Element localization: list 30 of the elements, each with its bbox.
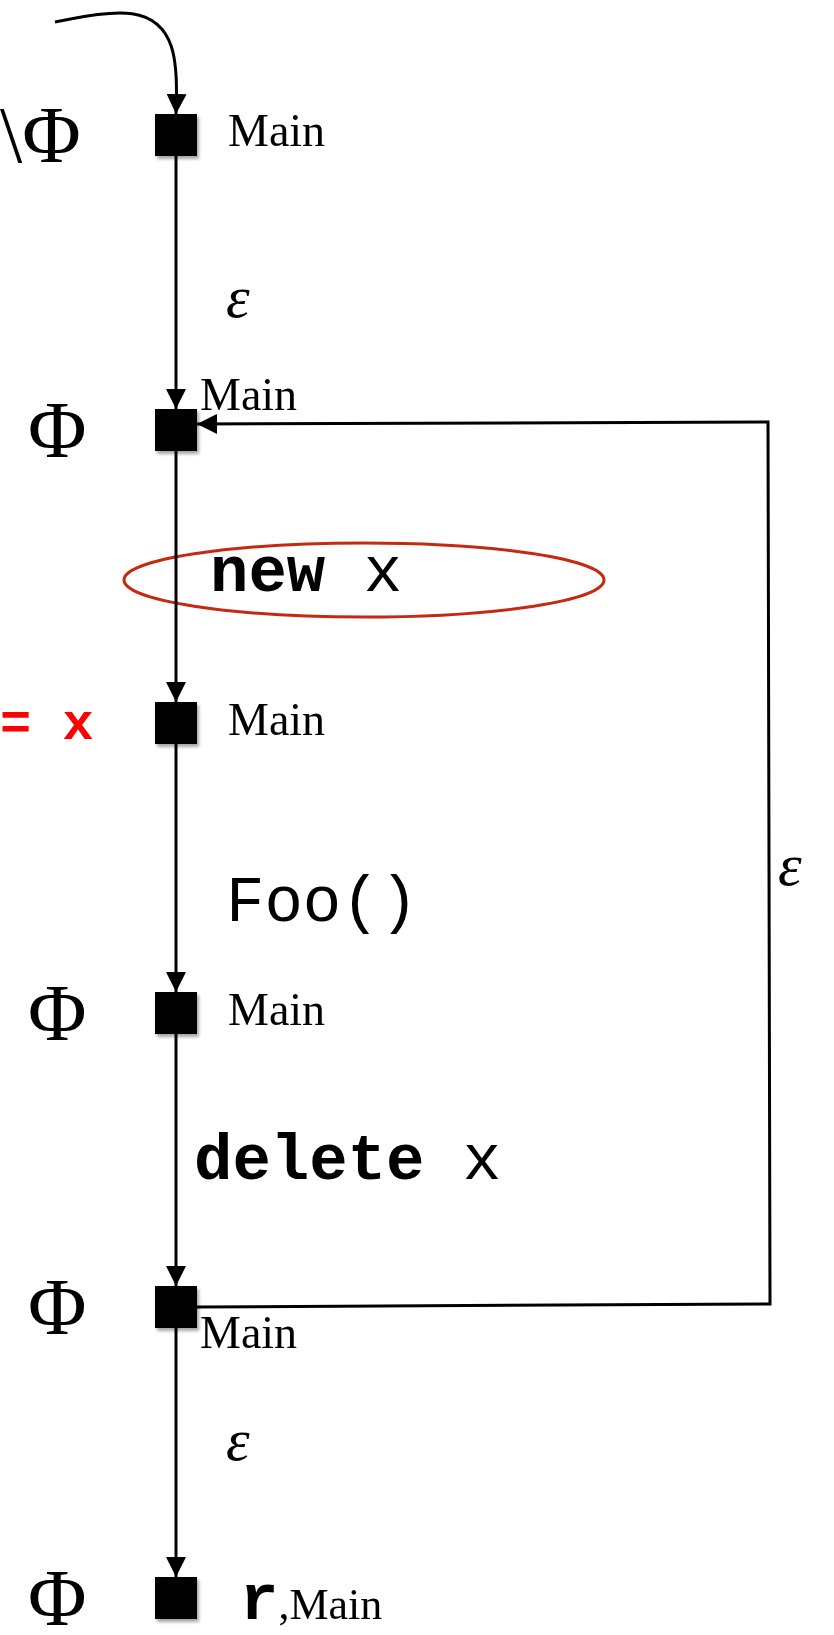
state-square (155, 992, 197, 1034)
state-square (155, 409, 197, 451)
node-label: Main (228, 697, 326, 743)
node-label: Main (228, 108, 326, 154)
phi-symbol: Φ (28, 390, 87, 470)
state-square (155, 1286, 197, 1328)
arrow (166, 744, 186, 992)
arrow (166, 1328, 186, 1577)
phi-symbol: Φ (28, 1267, 87, 1347)
arrow (166, 1034, 186, 1286)
arrow (197, 413, 772, 1309)
arrow (54, 11, 187, 115)
node-label: Main (200, 372, 298, 418)
assignment-text: = x (0, 700, 94, 752)
epsilon-label: ε (777, 833, 803, 897)
phi-symbol: Φ (28, 973, 87, 1053)
edge-label: new x (209, 540, 404, 608)
node-label: r,Main (240, 1570, 383, 1634)
node-label: Main (228, 987, 326, 1033)
state-square (155, 1577, 197, 1619)
epsilon-label: ε (225, 265, 251, 329)
phi-symbol: Φ (28, 1558, 87, 1635)
edge-label: delete x (193, 1128, 503, 1196)
state-square (155, 702, 197, 744)
arrow (166, 156, 186, 409)
epsilon-label: ε (225, 1408, 251, 1472)
state-square (155, 114, 197, 156)
node-label: Main (200, 1310, 298, 1356)
arrow (166, 451, 186, 702)
phi-symbol: \Φ (0, 95, 81, 175)
